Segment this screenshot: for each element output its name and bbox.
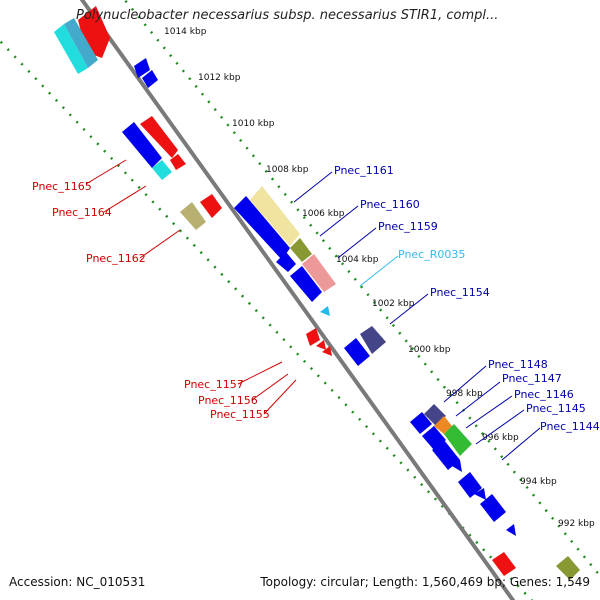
feature-red[interactable]: [322, 346, 332, 356]
feature-blue[interactable]: [506, 524, 516, 536]
feature-teal[interactable]: [64, 18, 98, 68]
leader-line: [359, 255, 399, 287]
kbp-label: 1000 kbp: [408, 345, 451, 355]
leader-line: [251, 373, 289, 401]
leader-line: [293, 171, 333, 203]
feature-blue[interactable]: [432, 440, 460, 470]
feature-orange[interactable]: [434, 416, 452, 434]
kbp-label: 1004 kbp: [336, 255, 379, 265]
inner-tick-ring: [0, 39, 534, 600]
feature-blue[interactable]: [480, 494, 506, 522]
kbp-label: 1002 kbp: [372, 299, 415, 309]
kbp-label: 1012 kbp: [198, 73, 241, 83]
feature-cyan[interactable]: [152, 160, 172, 180]
leader-line: [103, 185, 147, 213]
gene-label[interactable]: Pnec_1144: [540, 420, 600, 433]
gene-label[interactable]: Pnec_1164: [52, 206, 112, 219]
page-title: Polynucleobacter necessarius subsp. nece…: [76, 8, 499, 23]
feature-blue[interactable]: [290, 266, 322, 302]
feature-red[interactable]: [140, 116, 178, 158]
feature-blue[interactable]: [122, 122, 162, 168]
feature-cyan[interactable]: [54, 24, 88, 74]
feature-blue[interactable]: [474, 488, 486, 500]
leader-line: [263, 379, 297, 415]
feature-blue[interactable]: [458, 472, 482, 498]
gene-label[interactable]: Pnec_1159: [378, 220, 438, 233]
feature-blue[interactable]: [452, 460, 462, 472]
feature-pink[interactable]: [302, 254, 336, 292]
feature-blue[interactable]: [410, 412, 432, 434]
gene-label[interactable]: Pnec_1161: [334, 164, 394, 177]
leader-line: [455, 381, 501, 417]
feature-blue[interactable]: [134, 58, 150, 78]
gene-label[interactable]: Pnec_1162: [86, 252, 146, 265]
topology-text: Topology: circular; Length: 1,560,469 bp…: [260, 575, 590, 589]
gene-labels-left: Pnec_1165 Pnec_1164 Pnec_1162 Pnec_1157 …: [32, 159, 297, 421]
leader-line: [475, 409, 525, 445]
kbp-labels: 1014 kbp 1012 kbp 1010 kbp 1008 kbp 1006…: [164, 27, 595, 529]
feature-red[interactable]: [200, 194, 222, 218]
kbp-label: 1006 kbp: [302, 209, 345, 219]
kbp-label: 1008 kbp: [266, 165, 309, 175]
outer-tick-ring: [123, 0, 600, 578]
kbp-label: 1014 kbp: [164, 27, 207, 37]
leader-line: [139, 229, 181, 259]
features-reverse: [54, 18, 516, 576]
gene-label[interactable]: Pnec_1155: [210, 408, 270, 421]
feature-blue[interactable]: [142, 70, 158, 88]
feature-blue[interactable]: [234, 196, 290, 260]
leader-line: [237, 361, 283, 385]
feature-red[interactable]: [170, 154, 186, 170]
feature-red[interactable]: [492, 552, 516, 576]
kbp-label: 1010 kbp: [232, 119, 275, 129]
leader-line: [443, 365, 487, 403]
gene-label[interactable]: Pnec_1160: [360, 198, 420, 211]
feature-blue[interactable]: [344, 338, 370, 366]
gene-label[interactable]: Pnec_1165: [32, 180, 92, 193]
accession-text: Accession: NC_010531: [9, 575, 146, 589]
leader-line: [85, 159, 127, 185]
genome-backbone: [79, 0, 516, 600]
feature-green[interactable]: [444, 424, 472, 456]
kbp-label: 992 kbp: [558, 519, 595, 529]
leader-line: [465, 395, 513, 429]
kbp-label: 994 kbp: [520, 477, 557, 487]
gene-label[interactable]: Pnec_1145: [526, 402, 586, 415]
gene-label[interactable]: Pnec_1154: [430, 286, 490, 299]
feature-olive[interactable]: [290, 238, 312, 262]
feature-red[interactable]: [306, 328, 320, 346]
feature-navy[interactable]: [360, 326, 386, 354]
kbp-label: 998 kbp: [446, 389, 483, 399]
leader-line: [337, 227, 377, 259]
feature-red[interactable]: [316, 340, 326, 350]
gene-label[interactable]: Pnec_1147: [502, 372, 562, 385]
gene-label[interactable]: Pnec_1148: [488, 358, 548, 371]
gene-label[interactable]: Pnec_1156: [198, 394, 258, 407]
leader-line: [319, 205, 359, 237]
leader-line: [389, 293, 429, 325]
gene-label[interactable]: Pnec_R0035: [398, 248, 465, 261]
feature-cyan[interactable]: [320, 306, 330, 316]
features-forward: [78, 6, 580, 580]
gene-labels-right: Pnec_1161 Pnec_1160 Pnec_1159 Pnec_R0035…: [293, 164, 600, 461]
feature-khaki[interactable]: [180, 202, 206, 230]
gene-label[interactable]: Pnec_1146: [514, 388, 574, 401]
feature-blue[interactable]: [276, 252, 296, 272]
kbp-label: 996 kbp: [482, 433, 519, 443]
gene-label[interactable]: Pnec_1157: [184, 378, 244, 391]
feature-olive[interactable]: [556, 556, 580, 580]
leader-line: [501, 427, 541, 461]
feature-paleyellow[interactable]: [250, 186, 300, 246]
